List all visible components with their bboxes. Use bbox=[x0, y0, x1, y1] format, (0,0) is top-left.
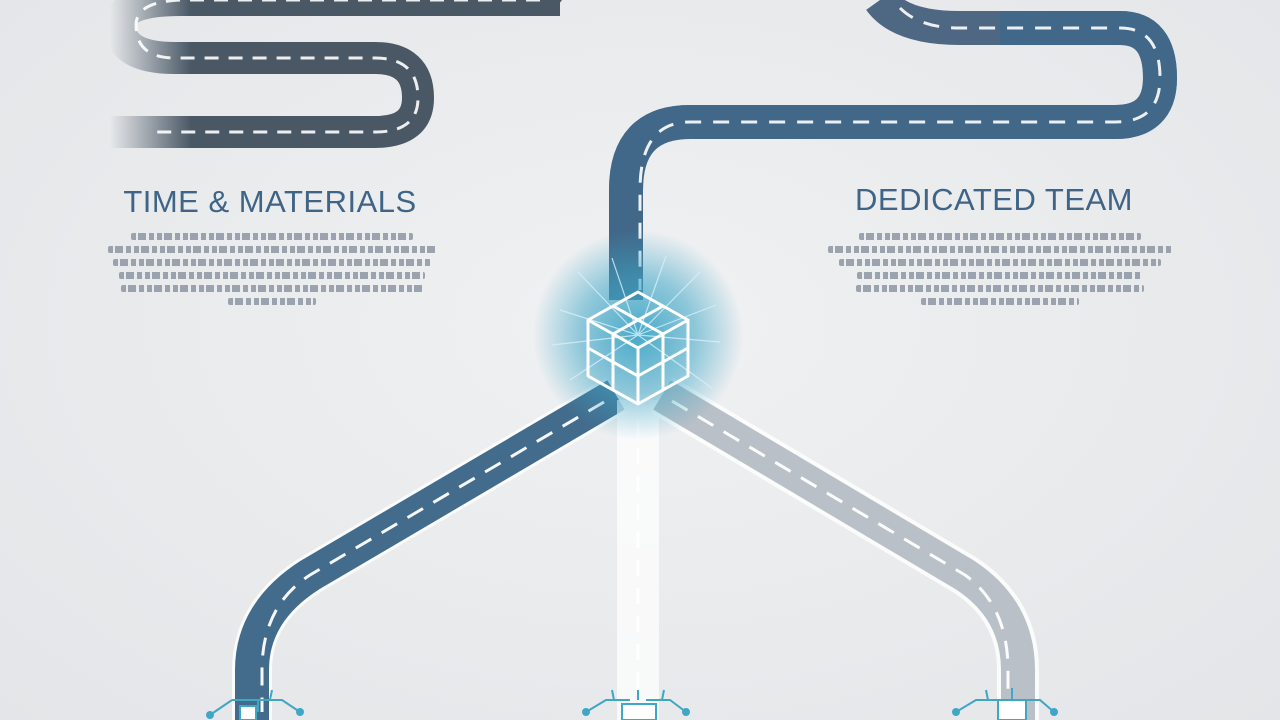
placeholder-text-line bbox=[839, 259, 1161, 266]
placeholder-text-line bbox=[228, 298, 316, 305]
road-top-right bbox=[609, 0, 1177, 300]
road-bottom-left bbox=[232, 377, 627, 720]
placeholder-text-line bbox=[121, 285, 423, 292]
circuit-node-icon bbox=[206, 689, 304, 720]
placeholder-text-line bbox=[828, 246, 1172, 253]
time-materials-heading: TIME & MATERIALS bbox=[123, 184, 417, 219]
placeholder-text-line bbox=[113, 259, 431, 266]
placeholder-text-line bbox=[857, 272, 1143, 279]
placeholder-text-line bbox=[131, 233, 413, 240]
placeholder-text-line bbox=[856, 285, 1144, 292]
placeholder-text-line bbox=[859, 233, 1141, 240]
time-materials-description bbox=[104, 233, 440, 305]
circuit-node-icon bbox=[952, 688, 1058, 720]
placeholder-text-line bbox=[108, 246, 436, 253]
cube-network-icon bbox=[533, 230, 743, 440]
road-top-left bbox=[104, 0, 562, 148]
circuit-node-icon bbox=[582, 689, 690, 720]
dedicated-team-description bbox=[824, 233, 1176, 305]
dedicated-team-heading: DEDICATED TEAM bbox=[855, 182, 1133, 217]
placeholder-text-line bbox=[921, 298, 1079, 305]
road-arrow-icon bbox=[545, 0, 562, 8]
placeholder-text-line bbox=[119, 272, 425, 279]
road-bottom-right bbox=[651, 376, 1039, 720]
